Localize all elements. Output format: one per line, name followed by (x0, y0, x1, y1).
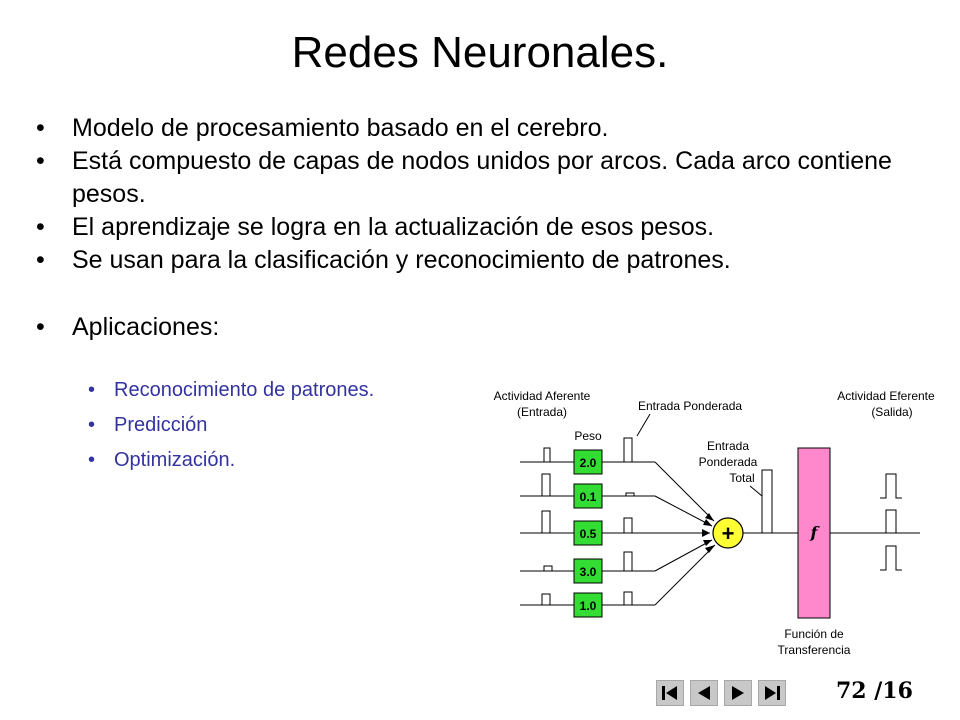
bullet-item-applications: Aplicaciones: (34, 311, 934, 344)
neuron-diagram: Actividad Aferente (Entrada) Entrada Pon… (494, 389, 935, 657)
bullet-item: El aprendizaje se logra en la actualizac… (34, 211, 934, 244)
weight-value: 0.5 (580, 527, 597, 541)
afferent-sublabel: (Entrada) (517, 405, 567, 419)
sum-symbol: + (722, 521, 735, 546)
transfer-label: Función de (784, 627, 844, 641)
total-label: Ponderada (699, 455, 758, 469)
summation-node (712, 517, 744, 549)
bullet-item: Está compuesto de capas de nodos unidos … (34, 145, 934, 211)
weight-boxes: 2.0 0.1 0.5 3.0 1.0 (573, 449, 603, 618)
subbullet-item: Predicción (86, 408, 374, 443)
bullet-item: Se usan para la clasificación y reconoci… (34, 244, 934, 277)
next-page-icon[interactable] (724, 680, 752, 706)
weight-label: Peso (574, 429, 602, 443)
page-number: 72 /16 (836, 678, 913, 704)
weight-value: 2.0 (580, 456, 597, 470)
afferent-label: Actividad Aferente (494, 389, 591, 403)
transfer-function-block (797, 447, 831, 619)
last-page-icon[interactable] (758, 680, 786, 706)
function-symbol: f (810, 523, 821, 542)
first-page-icon[interactable] (656, 680, 684, 706)
subbullet-item: Optimización. (86, 443, 374, 478)
bullet-item: Modelo de procesamiento basado en el cer… (34, 112, 934, 145)
previous-page-icon[interactable] (690, 680, 718, 706)
transfer-label: Transferencia (778, 643, 851, 657)
slide-navigation (656, 680, 786, 706)
main-bullet-list: Modelo de procesamiento basado en el cer… (34, 112, 934, 344)
subbullet-item: Reconocimiento de patrones. (86, 373, 374, 408)
efferent-sublabel: (Salida) (871, 405, 912, 419)
weight-value: 1.0 (580, 599, 597, 613)
weighted-input-label: Entrada Ponderada (638, 399, 742, 413)
efferent-label: Actividad Eferente (837, 389, 935, 403)
slide-title: Redes Neuronales. (291, 28, 669, 77)
weight-value: 0.1 (580, 490, 597, 504)
total-label: Entrada (707, 439, 749, 453)
weight-value: 3.0 (580, 565, 597, 579)
total-label: Total (729, 471, 754, 485)
applications-sublist: Reconocimiento de patrones. Predicción O… (86, 373, 374, 478)
